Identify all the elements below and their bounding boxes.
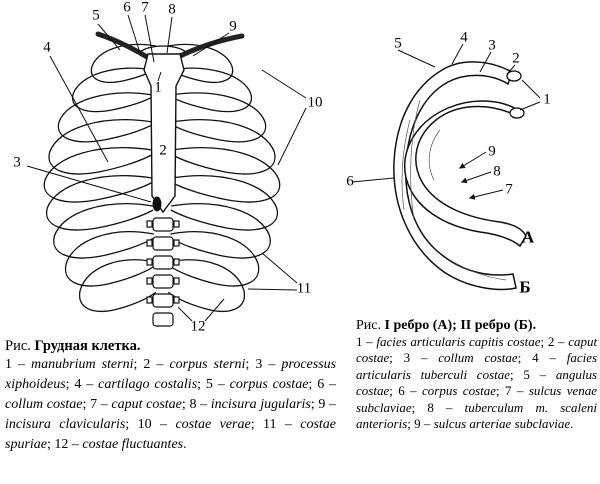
fig1-label-9: 9 xyxy=(229,18,237,35)
fig1-label-7: 7 xyxy=(141,0,149,16)
fig2-label-A: А xyxy=(521,227,535,247)
legend-item: 6 – collum costae; xyxy=(5,377,337,412)
legend-item: 10 – costae verae; xyxy=(137,417,255,432)
legend-item: 12 – costae fluctuantes. xyxy=(54,437,187,452)
fig1-label-11: 11 xyxy=(296,280,312,297)
fig2-label-6: 6 xyxy=(346,173,354,190)
legend-item: 4 – facies articularis tuberculi costae; xyxy=(356,350,598,382)
legend-item: 8 – incisura jugularis; xyxy=(189,397,315,412)
fig2-label-B: Б xyxy=(519,277,531,297)
legend-item: 5 – corpus costae; xyxy=(205,377,313,392)
fig1-label-4: 4 xyxy=(43,39,51,56)
legend-item: 7 – sulcus venae subclaviae; xyxy=(356,383,598,415)
fig2-label-2: 2 xyxy=(512,50,520,67)
legend-item: 6 – corpus costae; xyxy=(398,383,500,399)
rib-2-body xyxy=(393,61,517,291)
legend-item: 3 – collum costae; xyxy=(403,350,522,366)
rib-1-body xyxy=(404,100,527,248)
leader-lines-fig2 xyxy=(351,43,541,200)
fig2-label-4: 4 xyxy=(460,29,468,46)
fig1-label-12: 12 xyxy=(190,318,206,335)
fig1-label-10: 10 xyxy=(307,94,323,111)
fig1-label-8: 8 xyxy=(168,1,176,18)
legend-item: 9 – sulcus arteriae subclaviae. xyxy=(414,416,574,432)
fig1-label-3: 3 xyxy=(13,154,21,171)
ribcage-caption-title: Рис. Грудная клетка. xyxy=(5,338,141,354)
legend-item: 3 – processus xiphoideus; xyxy=(5,357,337,392)
fig2-label-8: 8 xyxy=(493,163,501,180)
legend-item: 7 – caput costae; xyxy=(90,397,186,412)
legend-item: 5 – angulus costae; xyxy=(356,366,598,399)
ribcage-caption: Рис. Грудная клетка. 1 – manubrium stern… xyxy=(5,338,336,455)
legend-item: 2 – caput costae; xyxy=(356,334,598,366)
ribs-legend: 1 – facies articularis capitis costae; 2… xyxy=(356,334,597,432)
legend-item: 4 – cartilago costalis; xyxy=(74,377,202,392)
legend-item: 11 – costae spuriae; xyxy=(5,417,336,452)
ribs-drawing xyxy=(351,43,541,291)
legend-item: 8 – tuberculum m. scaleni anterioris; xyxy=(356,399,598,432)
legend-item: 1 – manubrium sterni; xyxy=(5,357,138,372)
fig2-label-7: 7 xyxy=(505,181,513,198)
rib-2-head xyxy=(506,70,522,82)
ribcage-legend: 1 – manubrium sterni; 2 – corpus sterni;… xyxy=(5,355,336,455)
ribs-caption: Рис. I ребро (А); II ребро (Б). 1 – faci… xyxy=(356,318,597,432)
fig1-label-2: 2 xyxy=(159,142,167,159)
fig2-label-9: 9 xyxy=(488,143,496,160)
rib-1-head xyxy=(509,107,525,119)
fig1-label-1: 1 xyxy=(154,79,162,96)
leader-lines-fig1 xyxy=(26,14,307,322)
fig1-label-5: 5 xyxy=(92,7,100,24)
fig1-label-6: 6 xyxy=(123,0,131,16)
legend-item: 2 – corpus sterni; xyxy=(143,357,250,372)
fig2-label-1: 1 xyxy=(543,91,551,108)
xiphoid-process xyxy=(152,196,162,212)
vertebral-column xyxy=(146,217,180,327)
fig2-label-3: 3 xyxy=(488,37,496,54)
fig2-label-5: 5 xyxy=(394,35,402,52)
legend-item: 1 – facies articularis capitis costae; xyxy=(356,334,545,349)
sternum xyxy=(143,53,185,214)
ribcage-drawing xyxy=(26,14,307,327)
ribs-caption-title: Рис. I ребро (А); II ребро (Б). xyxy=(356,318,537,333)
legend-item: 9 – incisura clavicularis; xyxy=(5,397,337,432)
